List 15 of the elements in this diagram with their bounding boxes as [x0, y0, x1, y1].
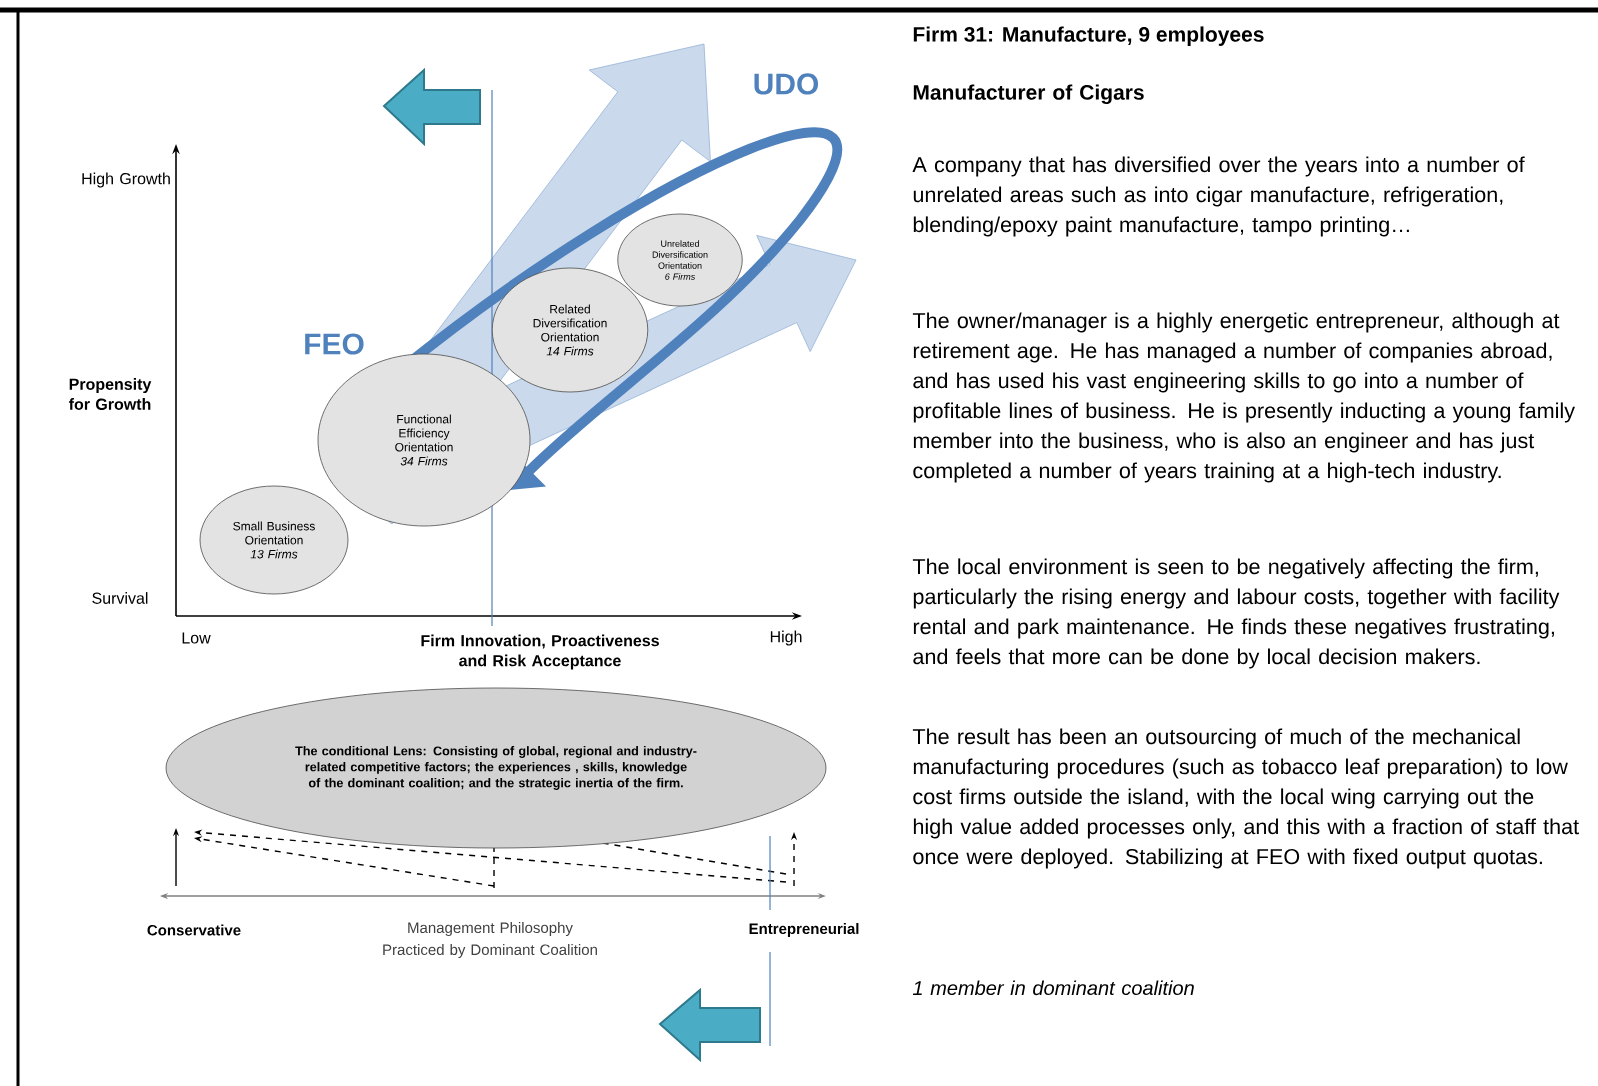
paragraph: The owner/manager is a highly energetic entrepreneur, although at retirement age. He has managed a number of companies abroad, and has used his vast engineering skills to go into a number of profitable lines of business. He is presently inducting a young family member into the business, who is also an engineer and has just completed a number of years training at a high-tech industry.	[912, 312, 1575, 483]
axis-title: Firm Innovation, Proactiveness and Risk Acceptance	[421, 634, 659, 670]
axis-label: High Growth	[82, 172, 170, 188]
region-label: UDO	[754, 73, 819, 95]
subheading: Manufacturer of Cigars	[913, 84, 1144, 105]
note: 1 member in dominant coalition	[912, 980, 1194, 996]
paragraph: A company that has diversified over the years into a number of unrelated areas such as into cigar manufacture, refrigeration, blending/epoxy paint manufacture, tampo printing…	[912, 156, 1525, 237]
axis-label: Survival	[92, 592, 148, 604]
axis-label: High	[770, 630, 802, 646]
region-label: FEO	[305, 333, 364, 355]
axis-label: Low	[182, 632, 211, 644]
paragraph: The local environment is seen to be negatively affecting the firm, particularly the rising energy and labour costs, together with facility rental and park maintenance. He finds these negatives frustrating, and feels that more can be done by local decision makers.	[912, 558, 1560, 669]
paragraph: The result has been an outsourcing of much of the mechanical manufacturing procedures (such as tobacco leaf preparation) to low cost firms outside the island, with the local wing carrying out the high value added processes only, and this with a fraction of staff that once were deployed. Stabilizing at FEO with fixed output quotas.	[912, 728, 1579, 869]
heading: Firm 31: Manufacture, 9 employees	[913, 26, 1264, 46]
axis-title: Propensity for Growth	[68, 378, 152, 410]
